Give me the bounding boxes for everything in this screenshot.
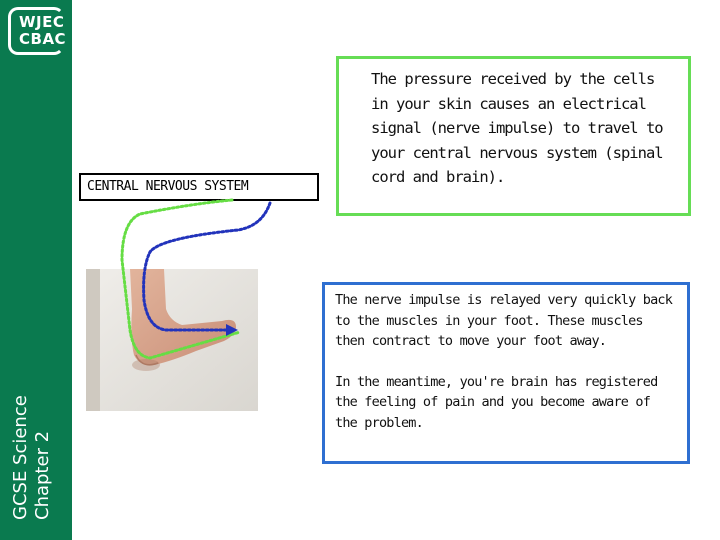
foot-illustration bbox=[86, 269, 258, 411]
sidebar: WJEC CBAC GCSE Science Chapter 2 bbox=[0, 0, 72, 540]
sidebar-title-line-2: Chapter 2 bbox=[32, 320, 54, 520]
logo-line-2: CBAC bbox=[11, 31, 61, 48]
foot-photo bbox=[86, 269, 258, 411]
logo-line-1: WJEC bbox=[11, 14, 61, 31]
blue-box-paragraph-1: The nerve impulse is relayed very quickl… bbox=[335, 290, 677, 352]
wjec-cbac-logo: WJEC CBAC bbox=[8, 7, 64, 55]
blue-text-box: The nerve impulse is relayed very quickl… bbox=[322, 282, 690, 464]
blue-box-paragraph-2: In the meantime, you're brain has regist… bbox=[335, 372, 677, 434]
cns-label-box: CENTRAL NERVOUS SYSTEM bbox=[79, 173, 319, 201]
green-text-box: The pressure received by the cells in yo… bbox=[336, 56, 691, 216]
sidebar-title: GCSE Science Chapter 2 bbox=[10, 320, 54, 520]
sidebar-title-line-1: GCSE Science bbox=[10, 320, 32, 520]
